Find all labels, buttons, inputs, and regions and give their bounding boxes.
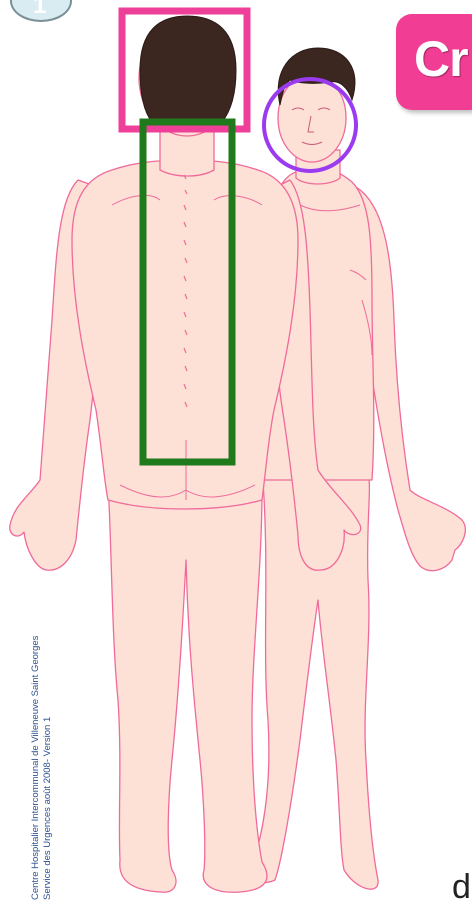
title-badge-text: Cr <box>414 30 468 88</box>
back-figure-torso <box>72 160 298 509</box>
credit-line-1: Centre Hospitalier Intercommunal de Vill… <box>30 636 42 900</box>
back-figure-legs <box>108 480 267 892</box>
back-figure-hair <box>140 16 236 127</box>
partial-text: d <box>452 868 471 907</box>
credit-line-2: Service des Urgences août 2008- Version … <box>42 636 54 900</box>
credit-text: Centre Hospitalier Intercommunal de Vill… <box>30 636 54 900</box>
